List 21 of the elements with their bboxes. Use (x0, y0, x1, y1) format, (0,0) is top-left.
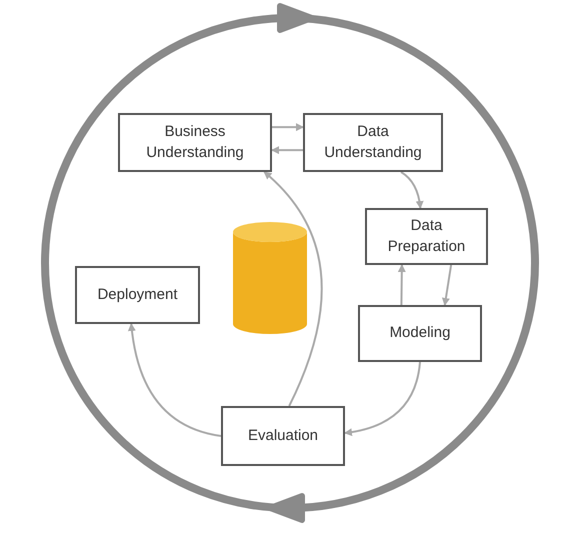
arrow (442, 264, 452, 306)
box-label: Business Understanding (145, 122, 245, 162)
process-box (358, 305, 482, 362)
arrow (400, 171, 424, 209)
process-box (365, 208, 488, 265)
arrow (398, 264, 406, 306)
arrow (128, 323, 222, 437)
box-label: Deployment (97, 284, 178, 305)
database-cylinder (233, 222, 307, 334)
arrow (344, 362, 421, 436)
process-box (75, 266, 200, 324)
arrow (271, 146, 303, 154)
box-label: Modeling (390, 323, 450, 344)
box-label: Data Understanding (323, 122, 423, 162)
arrow (264, 171, 323, 406)
process-box (221, 406, 345, 466)
process-box (303, 113, 443, 172)
process-box (118, 113, 272, 172)
box-label: Evaluation (248, 426, 318, 446)
box-label: Data Preparation (386, 216, 466, 256)
arrow (272, 123, 304, 132)
